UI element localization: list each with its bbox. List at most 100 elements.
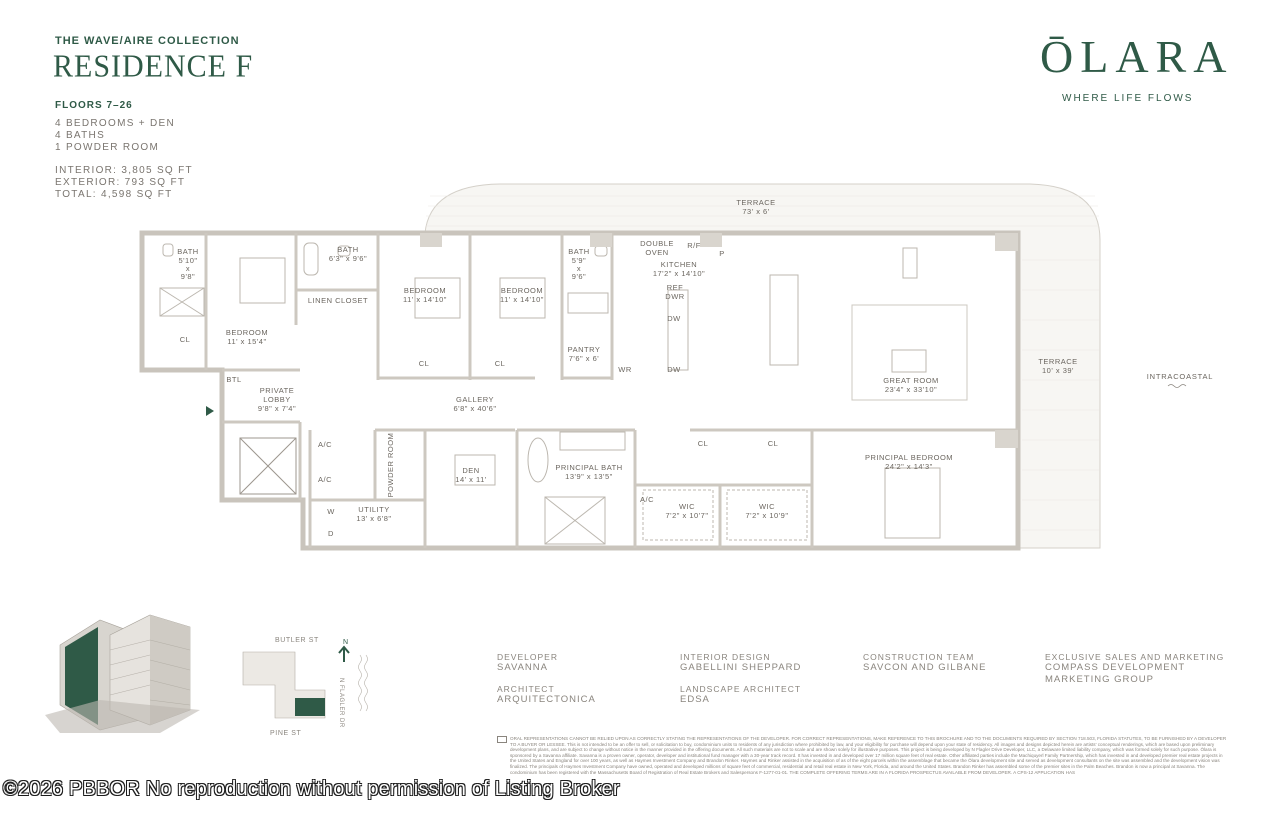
credit-landscape: LANDSCAPE ARCHITECT EDSA [680, 684, 801, 706]
great-room-name: GREAT ROOM [883, 376, 939, 385]
gallery-name: GALLERY [456, 395, 494, 404]
principal-bedroom-dim: 24'2" x 14'3" [885, 462, 933, 471]
north-label: N [343, 639, 348, 646]
washer-label: W [327, 507, 335, 516]
dw2-label: DW [667, 365, 681, 374]
floors-label: FLOORS 7–26 [55, 100, 133, 111]
kitchen-name: KITCHEN [661, 260, 697, 269]
bath1-dim3: 9'8" [181, 272, 195, 281]
bath1-name: BATH [177, 247, 198, 256]
credit-heading: INTERIOR DESIGN [680, 652, 771, 662]
entry-arrow-icon [206, 406, 214, 416]
den-dim: 14' x 11' [455, 475, 486, 484]
dw1-label: DW [667, 314, 681, 323]
area-exterior: EXTERIOR: 793 SQ FT [55, 177, 186, 188]
bedroom1-dim: 11' x 15'4" [227, 337, 266, 346]
credit-value: MARKETING GROUP [1045, 674, 1154, 685]
bath3-dim3: 9'6" [572, 272, 586, 281]
unit-areas: INTERIOR: 3,805 SQ FT EXTERIOR: 793 SQ F… [55, 165, 193, 201]
credit-construction: CONSTRUCTION TEAM SAVCON AND GILBANE [863, 652, 986, 674]
closet-label-3: CL [495, 359, 506, 368]
credit-value: SAVANNA [497, 662, 548, 673]
bath2-dim: 6'3" x 9'6" [329, 254, 367, 263]
credit-architect: ARCHITECT ARQUITECTONICA [497, 684, 596, 706]
water-waves-icon [358, 654, 368, 712]
credit-heading: CONSTRUCTION TEAM [863, 652, 975, 662]
butler-st-label: BUTLER ST [275, 637, 319, 644]
ref-dwr-l1: REF [667, 283, 684, 292]
principal-bath-name: PRINCIPAL BATH [555, 463, 622, 472]
equal-housing-icon [497, 736, 507, 743]
bedroom2-name: BEDROOM [404, 286, 446, 295]
unit-specs: 4 BEDROOMS + DEN 4 BATHS 1 POWDER ROOM [55, 118, 175, 154]
dryer-label: D [328, 529, 334, 538]
bath3-name: BATH [568, 247, 589, 256]
closet-label-4: CL [698, 439, 709, 448]
credit-heading: DEVELOPER [497, 652, 558, 662]
wic1-dim: 7'2" x 10'7" [666, 511, 709, 520]
brand-tagline: WHERE LIFE FLOWS [1062, 93, 1194, 104]
den-name: DEN [462, 466, 479, 475]
pine-st-label: PINE ST [270, 730, 302, 737]
kitchen-dim: 17'2" x 14'10" [653, 269, 705, 278]
site-map: BUTLER ST PINE ST N FLAGLER DR N [242, 637, 368, 737]
water-icon [1167, 384, 1187, 388]
pantry-p-label: P [719, 249, 725, 258]
bedroom3-name: BEDROOM [501, 286, 543, 295]
bath3-dim1: 5'9" [572, 256, 586, 265]
credit-heading: LANDSCAPE ARCHITECT [680, 684, 802, 694]
terrace-right-name: TERRACE [1038, 357, 1077, 366]
credit-interior-design: INTERIOR DESIGN GABELLINI SHEPPARD [680, 652, 801, 674]
powder-room-label: POWDER ROOM [386, 433, 395, 498]
wic1-name: WIC [679, 502, 695, 511]
bedroom1-name: BEDROOM [226, 328, 268, 337]
building-rendering [45, 614, 200, 733]
residence-title: RESIDENCE F [53, 49, 254, 84]
spec-bedrooms: 4 BEDROOMS + DEN [55, 118, 175, 129]
linen-closet-label: LINEN CLOSET [308, 296, 368, 305]
bath1-dim2: x [186, 264, 190, 273]
great-room-dim: 23'4" x 33'10" [885, 385, 937, 394]
credit-heading: ARCHITECT [497, 684, 555, 694]
closet-label-5: CL [768, 439, 779, 448]
terrace-top-dim: 73' x 6' [742, 207, 769, 216]
credit-heading: EXCLUSIVE SALES AND MARKETING [1045, 652, 1225, 662]
ref-dwr-l2: DWR [665, 292, 684, 301]
credit-value: COMPASS DEVELOPMENT [1045, 662, 1186, 673]
intracoastal-label: INTRACOASTAL [1147, 372, 1214, 381]
credit-value: ARQUITECTONICA [497, 694, 596, 705]
double-oven-l1: DOUBLE [640, 239, 674, 248]
bath2-name: BATH [337, 245, 358, 254]
pantry-dim: 7'6" x 6' [569, 354, 600, 363]
rf-label: R/F [687, 241, 701, 250]
olara-logo: ŌLARA [1040, 31, 1234, 82]
wr-label: WR [618, 365, 632, 374]
utility-dim: 13' x 6'8" [356, 514, 391, 523]
credit-sales-marketing: EXCLUSIVE SALES AND MARKETING COMPASS DE… [1045, 652, 1224, 686]
watermark: ©2026 PBBOR No reproduction without perm… [3, 778, 620, 800]
wic2-dim: 7'2" x 10'9" [746, 511, 789, 520]
floor-plan: TERRACE 73' x 6' TERRACE 10' x 39' BATH … [139, 183, 1214, 551]
closet-label-1: CL [180, 335, 191, 344]
area-interior: INTERIOR: 3,805 SQ FT [55, 165, 193, 176]
gallery-dim: 6'8" x 40'6" [454, 404, 497, 413]
credit-value: EDSA [680, 694, 710, 705]
private-lobby-name2: LOBBY [263, 395, 291, 404]
btl-label: BTL [226, 375, 241, 384]
ac2-label: A/C [318, 475, 332, 484]
ac3-label: A/C [640, 495, 654, 504]
private-lobby-name: PRIVATE [260, 386, 294, 395]
legal-disclaimer: ORAL REPRESENTATIONS CANNOT BE RELIED UP… [510, 736, 1227, 775]
double-oven-l2: OVEN [645, 248, 668, 257]
wic2-name: WIC [759, 502, 775, 511]
bath1-dim1: 5'10" [178, 256, 197, 265]
private-lobby-dim: 9'8" x 7'4" [258, 404, 296, 413]
utility-name: UTILITY [358, 505, 389, 514]
credit-value: GABELLINI SHEPPARD [680, 662, 802, 673]
north-arrow-icon [338, 645, 350, 662]
credit-value: SAVCON AND GILBANE [863, 662, 987, 673]
area-total: TOTAL: 4,598 SQ FT [55, 189, 173, 200]
bedroom3-dim: 11' x 14'10" [500, 295, 544, 304]
terrace-top-name: TERRACE [736, 198, 775, 207]
bath3-dim2: x [577, 264, 581, 273]
